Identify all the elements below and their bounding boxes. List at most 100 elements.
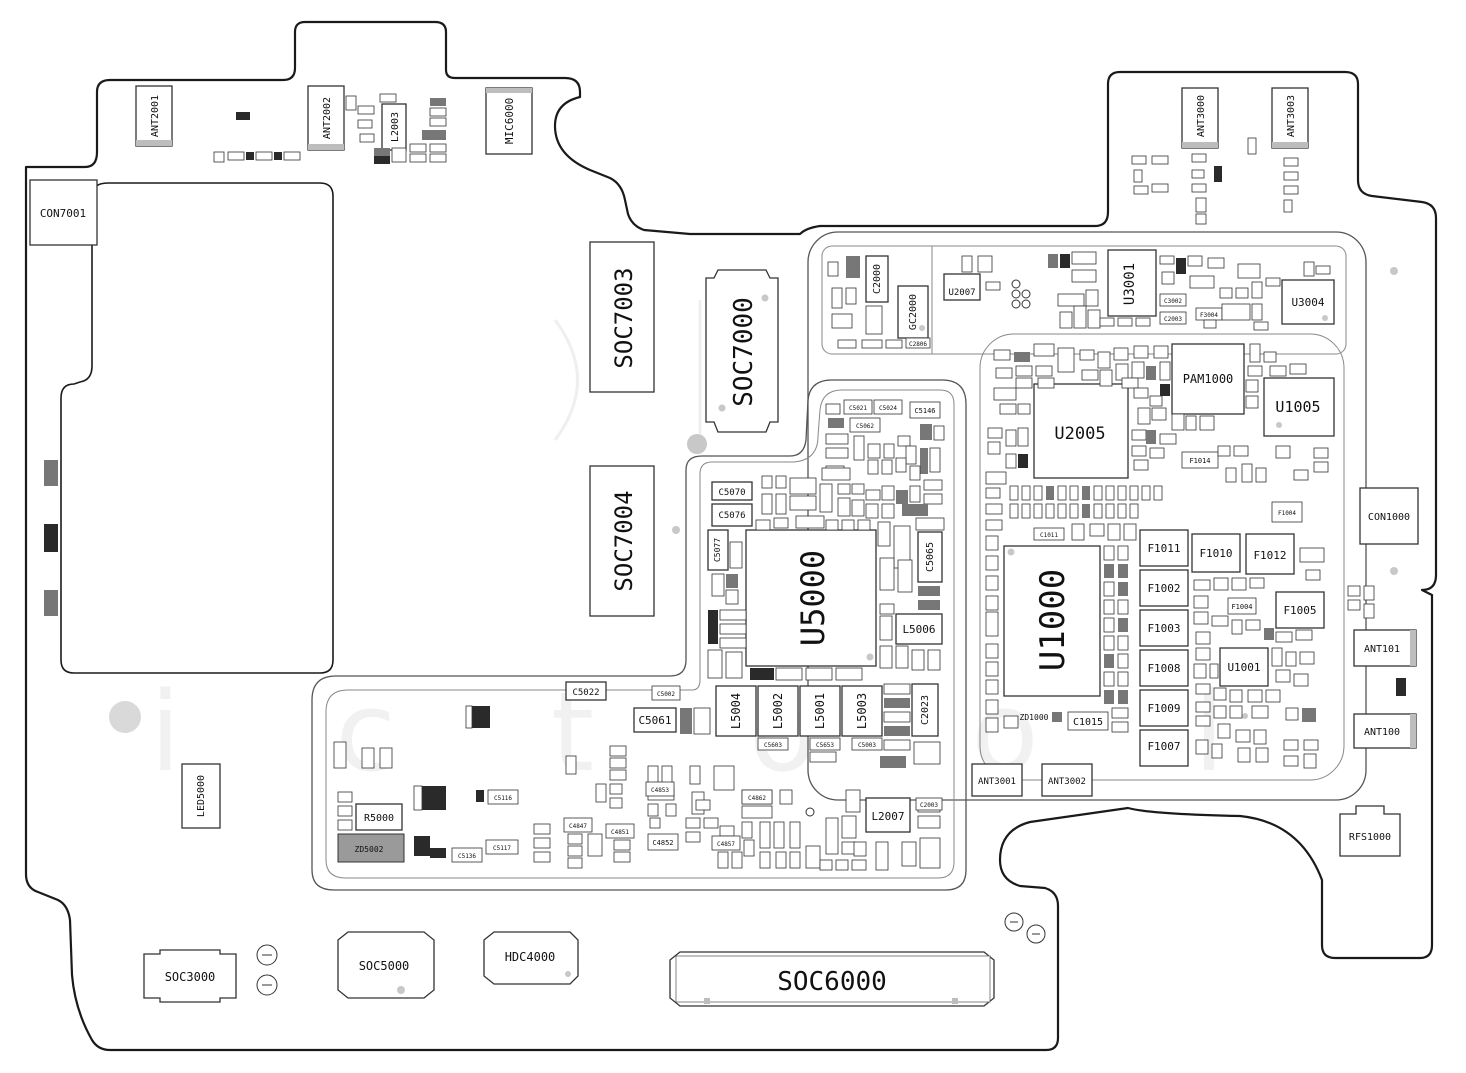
f1005-outline [1275,591,1325,629]
f1010-label: F1010 [1199,547,1232,560]
c5003-label: C5003 [858,742,876,749]
soc7004-outline [589,465,655,617]
u3001-outline [1107,249,1157,317]
c5136-label: C5136 [458,853,476,860]
led5000-label: LED5000 [196,775,207,817]
zd5002-outline [337,833,405,863]
f1005-label: F1005 [1283,604,1316,617]
f1002-outline [1139,569,1189,607]
ant2001-outline [135,85,173,147]
c4852-label: C4852 [652,839,673,847]
l2007-label: L2007 [871,810,904,823]
c4862-label: C4862 [748,795,766,802]
con7001-label: CON7001 [40,207,86,220]
hdc4000-outline [483,931,579,985]
u2005-label: U2005 [1054,424,1105,444]
f1003-outline [1139,609,1189,647]
ant2002-outline [307,85,345,151]
component-cluster [1347,585,1406,696]
c4857-label: C4857 [717,841,735,848]
l5001-label: L5001 [813,693,827,729]
soc5000-label: SOC5000 [359,959,410,973]
component-cluster [827,251,1398,575]
c4847-label: C4847 [569,823,587,830]
c5077-outline [707,529,729,571]
soc7004-label: SOC7004 [610,490,638,591]
c4853-label: C4853 [651,787,669,794]
c2023-outline [911,683,939,737]
left-edge-pad [44,590,58,616]
c5117-label: C5117 [493,845,511,852]
u1000-outline [1003,545,1101,697]
c5077-label: C5077 [713,538,722,562]
ant100-label: ANT100 [1364,727,1400,738]
c5116-label: C5116 [494,795,512,802]
l5001-outline [799,685,841,737]
soc7000-label: SOC7000 [729,297,759,407]
f1004b-label: F1004 [1278,510,1296,517]
c2806-label: C2806 [909,341,927,348]
soc7000-outline [705,269,779,433]
pam1000-label: PAM1000 [1183,372,1234,386]
ant101-label: ANT101 [1364,644,1400,655]
shield-zone-pmic [311,379,967,891]
ant101-outline [1353,629,1417,667]
u5000-label: U5000 [794,550,832,646]
f1007-outline [1139,729,1189,767]
f1008-label: F1008 [1147,662,1180,675]
f1011-label: F1011 [1147,542,1180,555]
f1002-label: F1002 [1147,582,1180,595]
c5076-outline [711,503,753,527]
l2003-outline [381,103,407,151]
c5070-label: C5070 [718,488,745,498]
f1009-label: F1009 [1147,702,1180,715]
l5004-label: L5004 [729,693,743,729]
zd5002-label: ZD5002 [355,845,384,854]
c2003b-label: C2003 [1164,316,1182,323]
component-cluster [707,403,945,681]
f1008-outline [1139,649,1189,687]
u1001-outline [1219,647,1269,687]
r5000-label: R5000 [364,813,394,824]
left-edge-pad [44,524,58,552]
c5002-label: C5002 [657,691,675,698]
c2003-label: C2003 [920,802,938,809]
c5076-label: C5076 [718,511,745,521]
gc2000-label: GC2000 [908,294,919,330]
mic6000-outline [485,87,533,155]
ant2002-label: ANT2002 [322,97,333,139]
ant3000-outline [1181,87,1219,149]
battery-area [60,182,334,674]
ant100-outline [1353,713,1417,749]
soc6000-label: SOC6000 [777,967,887,997]
rfs1000-outline [1339,805,1401,857]
f1011-outline [1139,529,1189,567]
pam1000-outline [1171,343,1245,415]
ant3003-label: ANT3003 [1286,95,1297,137]
l5003-label: L5003 [855,693,869,729]
f1014-label: F1014 [1189,457,1210,465]
u2007-outline [943,273,981,301]
u1000-label: U1000 [1033,569,1073,671]
f3004-label: F3004 [1200,312,1218,319]
c5065-label: C5065 [925,542,936,572]
rfs1000-label: RFS1000 [1349,832,1391,843]
c5022-label: C5022 [572,688,599,698]
mic6000-label: MIC6000 [503,98,516,144]
l5006-label: L5006 [902,623,935,636]
ant3000-label: ANT3000 [1196,95,1207,137]
con7001-outline [29,179,98,246]
c5061-outline [633,707,677,733]
c2023-label: C2023 [920,695,931,725]
l5006-outline [895,613,943,645]
soc7003-outline [589,241,655,393]
f1012-label: F1012 [1253,549,1286,562]
u1005-label: U1005 [1275,398,1320,416]
soc7003-label: SOC7003 [610,267,638,368]
l5002-outline [757,685,799,737]
left-edge-pad [44,460,58,486]
zd1000-label: ZD1000 [1020,713,1049,722]
c2000-outline [865,255,889,303]
con1000-label: CON1000 [1368,512,1410,523]
ant2001-label: ANT2001 [150,95,161,137]
